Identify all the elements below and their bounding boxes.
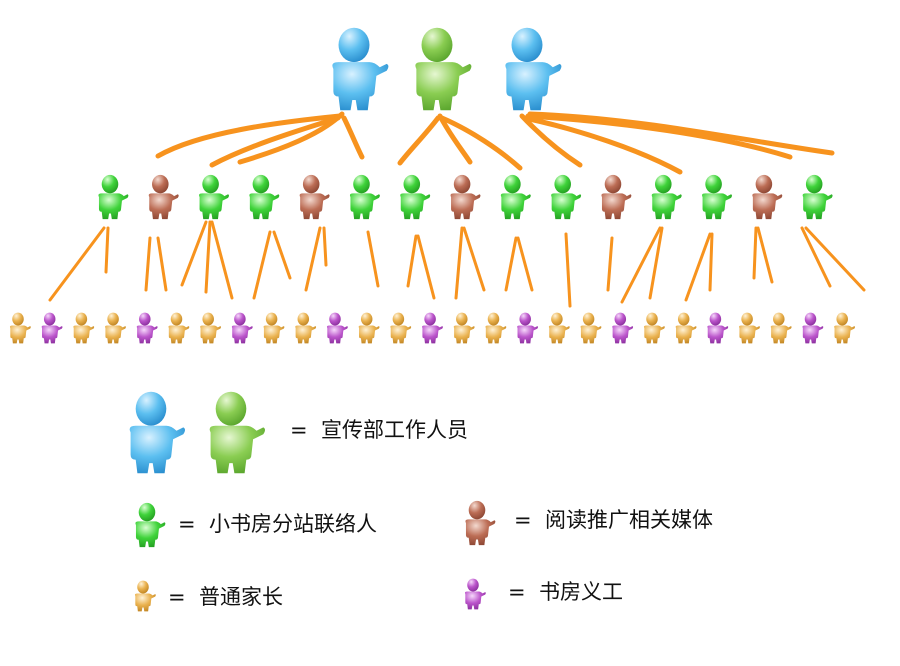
person-icon [802, 312, 824, 344]
contact-row [98, 174, 833, 220]
person-icon [551, 174, 582, 220]
connector-line [708, 232, 714, 292]
person-icon [9, 312, 31, 344]
person-icon [834, 312, 855, 344]
person-icon [675, 312, 697, 344]
person-icon [135, 502, 166, 548]
connector-line [525, 113, 793, 160]
person-icon [134, 580, 156, 612]
person-icon [168, 312, 190, 344]
person-icon [601, 174, 632, 220]
connector-line [204, 220, 212, 294]
person-icon [415, 27, 472, 111]
person-icon [295, 312, 317, 344]
connector-line [209, 115, 341, 168]
person-icon [41, 312, 63, 344]
person-icon [453, 312, 475, 344]
person-icon [517, 312, 538, 344]
person-icon [332, 27, 389, 111]
person-icon [770, 312, 792, 344]
person-icon [422, 312, 443, 344]
connector-line [516, 236, 534, 292]
person-icon [349, 174, 380, 220]
person-icon [200, 312, 221, 344]
person-icon [129, 391, 185, 474]
person-icon [450, 174, 481, 220]
connector-line [144, 236, 152, 292]
connector-line [564, 232, 572, 308]
legend-contact-label: = 小书房分站联络人 [178, 512, 377, 536]
person-icon [702, 174, 732, 220]
person-icon [231, 312, 253, 344]
connector-line [648, 226, 664, 300]
connector-line [48, 226, 106, 302]
legend-staff-label: = 宣传部工作人员 [290, 418, 468, 442]
connector-line [366, 230, 380, 288]
person-icon [505, 27, 562, 111]
connector-line [519, 113, 583, 168]
connector-line [684, 232, 712, 302]
member-row [9, 312, 855, 344]
connector-line [304, 226, 322, 292]
connector-line [462, 226, 486, 292]
connector-line [804, 226, 866, 292]
person-icon [299, 174, 330, 220]
connector-line [620, 226, 662, 304]
connector-line [504, 236, 518, 292]
connector-line [237, 111, 345, 165]
person-icon [199, 174, 229, 220]
connector-line [800, 226, 832, 288]
person-icon [580, 312, 602, 344]
connector-line [156, 236, 168, 292]
person-icon [464, 578, 486, 610]
connector-line [341, 115, 365, 160]
person-icon [326, 312, 348, 344]
person-icon [73, 312, 95, 344]
connector-line [210, 220, 234, 300]
person-icon [98, 174, 129, 220]
staff-row [332, 27, 562, 111]
person-icon [136, 312, 158, 344]
connector-line [397, 115, 441, 166]
person-icon [209, 391, 265, 474]
connector-line [155, 113, 343, 159]
person-icon [148, 174, 179, 220]
person-icon [500, 174, 531, 220]
legend-volunteer-label: = 书房义工 [508, 580, 623, 604]
person-icon [707, 312, 729, 344]
person-icon [105, 312, 126, 344]
person-icon [643, 312, 665, 344]
person-icon [263, 312, 285, 344]
connector-line [522, 115, 683, 175]
connector-line [104, 226, 110, 274]
person-icon [358, 312, 380, 344]
connector-line [406, 234, 418, 288]
connector-line [322, 226, 328, 267]
person-icon [739, 312, 760, 344]
person-icon [651, 174, 682, 220]
person-icon [249, 174, 280, 220]
person-icon [612, 312, 634, 344]
person-icon [752, 174, 783, 220]
person-icon [548, 312, 570, 344]
person-icon [485, 312, 507, 344]
connector-line [416, 234, 436, 300]
connector-line [752, 226, 758, 280]
connector-lines [48, 111, 866, 308]
connector-line [756, 226, 774, 284]
connector-line [272, 230, 292, 280]
legend-media-label: = 阅读推广相关媒体 [514, 508, 713, 532]
connector-line [454, 226, 464, 300]
connector-line [606, 236, 614, 292]
person-icon [400, 174, 431, 220]
person-icon [390, 312, 412, 344]
connector-line [180, 220, 208, 287]
connector-line [527, 111, 835, 156]
legend-parent-label: = 普通家长 [168, 585, 283, 609]
connector-line [252, 230, 272, 300]
person-icon [465, 500, 496, 546]
connector-line [439, 115, 523, 171]
person-icon [802, 174, 833, 220]
